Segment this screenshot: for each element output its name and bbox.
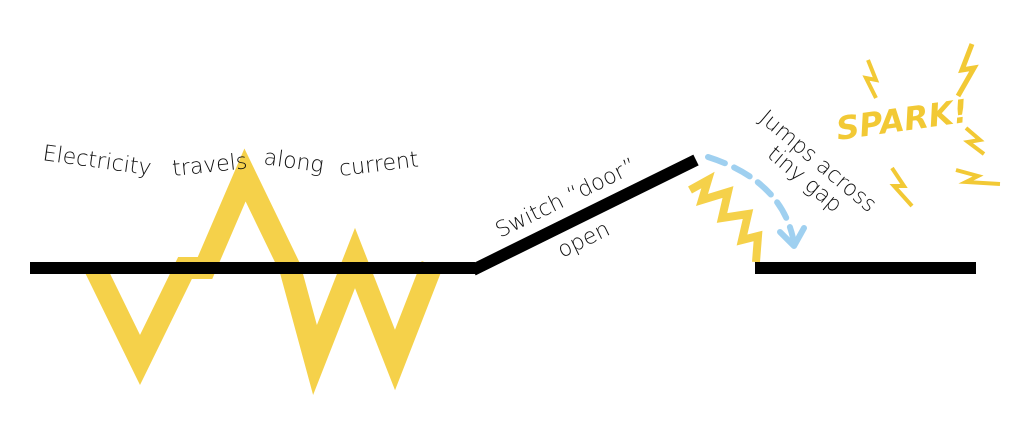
lightning-bolt-icon (963, 126, 986, 156)
lightning-bolt-icon (955, 43, 979, 98)
lightning-bolt-icon (889, 166, 914, 208)
label-along: along (262, 145, 325, 178)
label-current: current (338, 147, 420, 182)
gap-spark (688, 171, 763, 263)
label-electricity: Electricity (41, 141, 153, 181)
jump-arrowhead (777, 225, 807, 249)
current-zigzag (85, 148, 443, 395)
switch-arm (470, 154, 699, 276)
jump-arrow (705, 154, 796, 241)
lightning-bolt-icon (862, 59, 880, 99)
lightning-bolt-icon (955, 168, 1001, 186)
spark-text: SPARK! (834, 92, 970, 148)
